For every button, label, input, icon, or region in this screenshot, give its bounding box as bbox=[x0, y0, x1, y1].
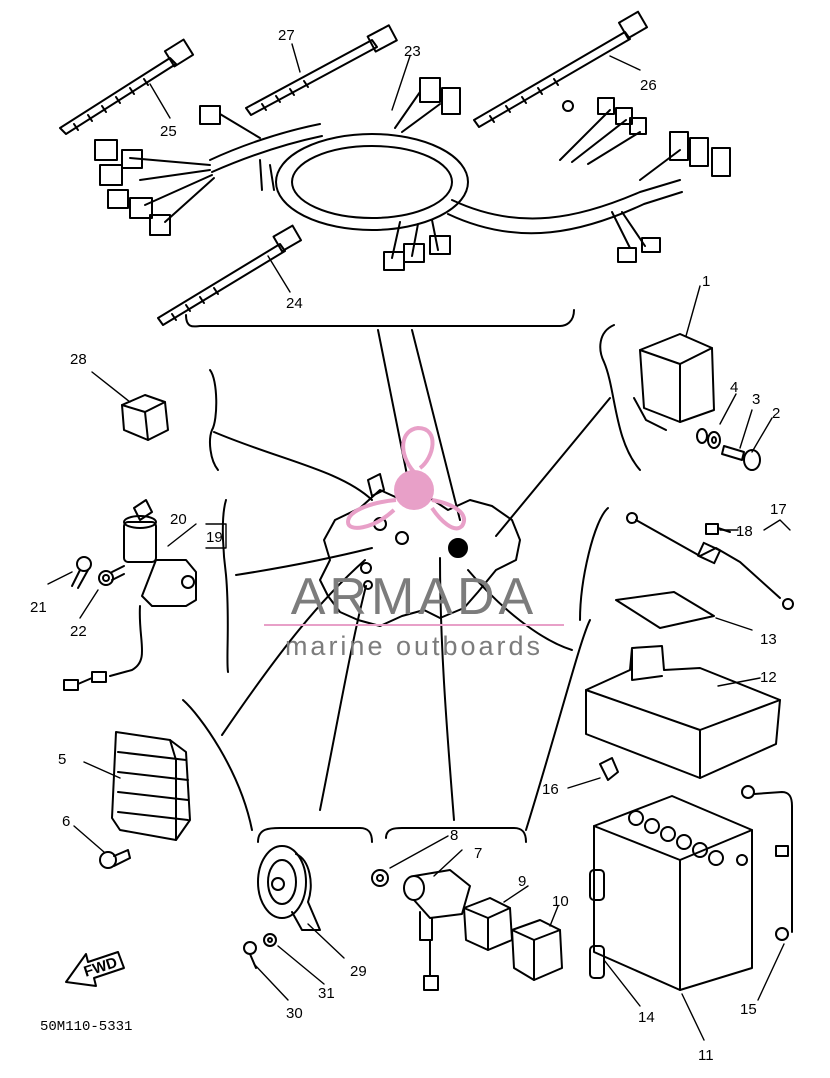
part-31-washer bbox=[263, 933, 277, 947]
drawing-code: 50M110-5331 bbox=[40, 1019, 132, 1035]
part-6-bolt bbox=[99, 849, 131, 869]
part-20-main-switch bbox=[63, 499, 197, 691]
part-7-relay bbox=[403, 869, 471, 991]
callout-9: 9 bbox=[518, 873, 526, 890]
callout-21: 21 bbox=[30, 599, 47, 616]
leader-lines bbox=[182, 324, 641, 843]
callout-7: 7 bbox=[474, 845, 482, 862]
callout-19: 19 bbox=[206, 529, 223, 546]
callout-20: 20 bbox=[170, 511, 187, 528]
part-16-clip bbox=[599, 757, 619, 781]
callout-13: 13 bbox=[760, 631, 777, 648]
part-17-battery-cable bbox=[626, 512, 794, 610]
part-22-washer bbox=[98, 570, 114, 586]
callout-14: 14 bbox=[638, 1009, 655, 1026]
part-9-relay bbox=[463, 897, 513, 951]
cable-tie-26 bbox=[473, 10, 649, 128]
callout-25: 25 bbox=[160, 123, 177, 140]
callout-8: 8 bbox=[450, 827, 458, 844]
callout-10: 10 bbox=[552, 893, 569, 910]
callout-4: 4 bbox=[730, 379, 738, 396]
cable-tie-27 bbox=[245, 24, 398, 116]
part-2-bolt bbox=[721, 445, 761, 471]
callout-15: 15 bbox=[740, 1001, 757, 1018]
part-4-washer bbox=[696, 428, 708, 444]
callout-24: 24 bbox=[286, 295, 303, 312]
part-12-battery-cover bbox=[585, 645, 781, 779]
watermark: ARMADA marine outboards bbox=[264, 425, 564, 661]
callout-29: 29 bbox=[350, 963, 367, 980]
callout-leaders bbox=[47, 43, 791, 1041]
callout-18: 18 bbox=[736, 523, 753, 540]
part-28-cover bbox=[121, 394, 169, 441]
callout-3: 3 bbox=[752, 391, 760, 408]
armada-logo-icon bbox=[345, 425, 466, 531]
watermark-tagline: marine outboards bbox=[285, 631, 543, 661]
callout-2: 2 bbox=[772, 405, 780, 422]
callout-30: 30 bbox=[286, 1005, 303, 1022]
part-8-nut bbox=[371, 869, 389, 887]
callout-27: 27 bbox=[278, 27, 295, 44]
callout-22: 22 bbox=[70, 623, 87, 640]
callout-17: 17 bbox=[770, 501, 787, 518]
watermark-brand: ARMADA bbox=[291, 568, 537, 626]
cable-tie-25 bbox=[59, 38, 195, 135]
part-15-battery-lead bbox=[741, 785, 793, 941]
part-10-relay bbox=[511, 919, 563, 981]
part-5-rectifier bbox=[111, 731, 191, 841]
callout-16: 16 bbox=[542, 781, 559, 798]
part-3-washer bbox=[707, 431, 721, 449]
callout-26: 26 bbox=[640, 77, 657, 94]
cable-tie-24 bbox=[157, 224, 303, 326]
part-29-horn bbox=[257, 845, 321, 931]
part-13-pad bbox=[615, 591, 715, 629]
callout-labels: 1 2 3 4 5 6 7 8 9 10 11 12 13 14 15 16 1… bbox=[30, 27, 787, 1064]
callout-11: 11 bbox=[698, 1047, 714, 1064]
part-11-battery bbox=[593, 795, 753, 991]
callout-31: 31 bbox=[318, 985, 335, 1002]
part-14-fuse bbox=[589, 869, 605, 979]
part-18-bolt bbox=[705, 523, 731, 535]
callout-1: 1 bbox=[702, 273, 710, 290]
fwd-arrow bbox=[65, 951, 125, 987]
callout-5: 5 bbox=[58, 751, 66, 768]
callout-12: 12 bbox=[760, 669, 777, 686]
callout-6: 6 bbox=[62, 813, 70, 830]
part-1-cdi-unit bbox=[633, 333, 715, 431]
wire-harness-23 bbox=[94, 77, 731, 328]
callout-23: 23 bbox=[404, 43, 421, 60]
part-21-screw bbox=[71, 556, 92, 589]
callout-28: 28 bbox=[70, 351, 87, 368]
